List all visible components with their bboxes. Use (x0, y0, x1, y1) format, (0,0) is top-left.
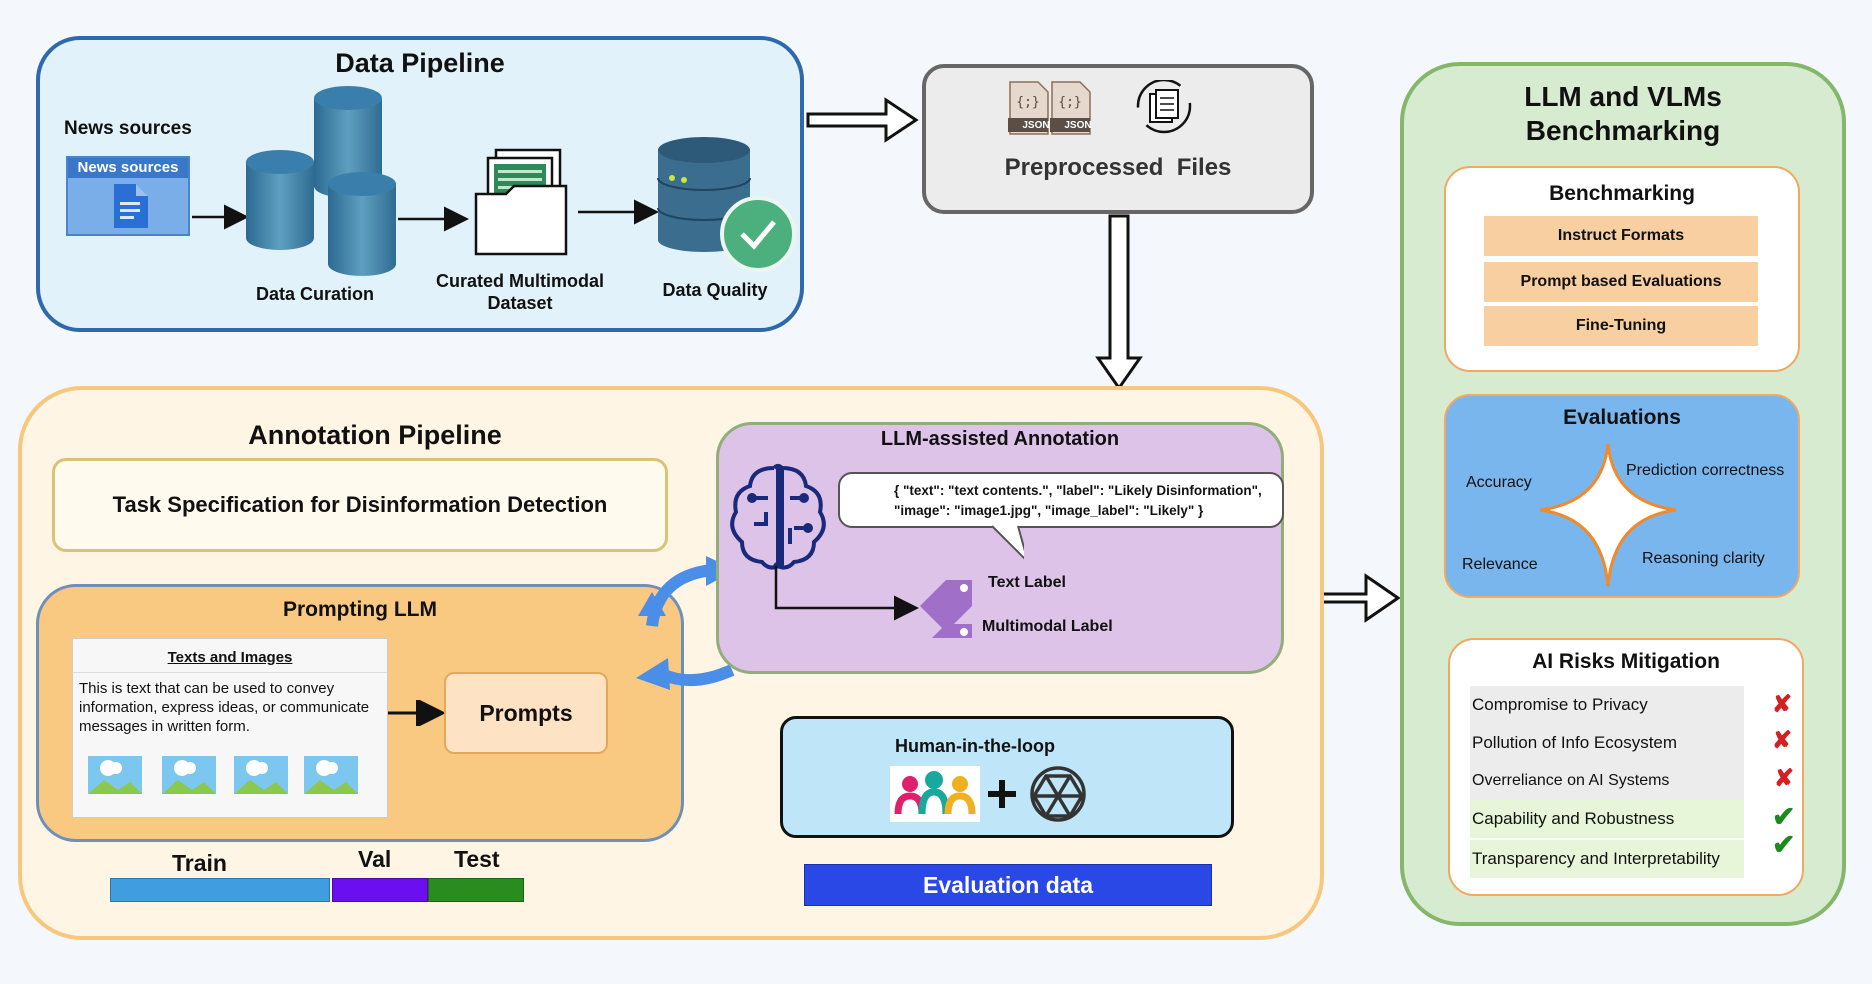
llm-annotation-title: LLM-assisted Annotation (880, 428, 1120, 450)
human-in-the-loop-box (780, 716, 1234, 838)
arrow-texts-to-prompts (388, 700, 446, 726)
arrow-preprocessed-to-annotation (1095, 214, 1143, 391)
sparkle-star-icon (1539, 443, 1677, 587)
risk-row: Transparency and Interpretability (1470, 840, 1744, 878)
json-badge-1: JSON (1022, 120, 1050, 131)
svg-text:{;}: {;} (1016, 95, 1039, 110)
text-label: Text Label (988, 574, 1066, 591)
ai-risks-title: AI Risks Mitigation (1532, 650, 1720, 673)
task-specification-box: Task Specification for Disinformation De… (52, 458, 668, 552)
json-badge-2: JSON (1064, 120, 1092, 131)
preprocessed-files-box (922, 64, 1314, 214)
check-badge-icon (720, 196, 796, 272)
benchmarking-title-line2: Benchmarking (1525, 115, 1721, 146)
tag-icon (932, 624, 972, 638)
plus-icon (988, 780, 1016, 808)
json-line-1: { "text": "text contents.", "label": "Li… (894, 483, 1262, 498)
risk-row: Capability and Robustness (1470, 800, 1744, 838)
folder-icon (474, 148, 568, 256)
document-icon (114, 184, 148, 228)
speech-tail (991, 525, 1024, 560)
evaluation-data-box: Evaluation data (804, 864, 1212, 906)
preprocessed-icons: {;} {;} (1008, 80, 1192, 135)
json-speech-bubble: { "text": "text contents.", "label": "Li… (838, 472, 1284, 528)
svg-text:{;}: {;} (1058, 95, 1081, 110)
check-icon: ✔ (1772, 829, 1796, 860)
cross-icon: ✘ (1774, 765, 1795, 792)
database-icon (246, 86, 396, 276)
benchmark-item: Prompt based Evaluations (1484, 262, 1758, 302)
benchmarking-title: LLM and VLMs Benchmarking (1400, 80, 1846, 148)
check-icon: ✔ (1772, 801, 1796, 832)
texts-and-images-title: Texts and Images (167, 649, 293, 666)
json-file-icon: {;} (1050, 81, 1091, 135)
news-sources-card: News sources (66, 156, 190, 236)
texts-and-images-body: This is text that can be used to convey … (73, 672, 387, 736)
split-val-label: Val (358, 846, 392, 872)
split-test-bar (428, 878, 524, 902)
arrow-to-benchmarking (1320, 573, 1401, 623)
curated-dataset-label: Curated Multimodal Dataset (420, 270, 620, 314)
image-thumbnails (88, 756, 358, 794)
prompting-llm-title: Prompting LLM (283, 598, 437, 621)
image-icon (234, 756, 288, 794)
eval-reasoning: Reasoning clarity (1642, 550, 1765, 567)
benchmark-item: Instruct Formats (1484, 216, 1758, 256)
multimodal-label: Multimodal Label (982, 618, 1113, 635)
human-in-the-loop-title: Human-in-the-loop (895, 736, 1055, 756)
news-sources-tab: News sources (68, 158, 188, 178)
image-icon (304, 756, 358, 794)
people-icon (890, 766, 980, 822)
preprocessed-files-title: Preprocessed Files (1004, 154, 1232, 181)
annotation-pipeline-title: Annotation Pipeline (248, 420, 502, 450)
file-sync-icon (1136, 80, 1192, 134)
connector-brain-to-label (774, 566, 919, 621)
evaluations-title: Evaluations (1563, 406, 1681, 429)
data-pipeline-title: Data Pipeline (335, 48, 505, 78)
benchmarking-title-line1: LLM and VLMs (1524, 81, 1722, 112)
llm-annotation-graphics (730, 464, 1024, 638)
json-line-2: "image": "image1.jpg", "image_label": "L… (894, 503, 1204, 518)
openai-icon (1030, 766, 1086, 822)
benchmark-item: Fine-Tuning (1484, 306, 1758, 346)
llm-annotation-panel (716, 422, 1284, 674)
curated-dataset-label-line1: Curated Multimodal (435, 271, 604, 291)
cross-icon: ✘ (1772, 727, 1793, 754)
eval-prediction: Prediction correctness (1626, 462, 1785, 479)
json-file-icon: {;} (1008, 81, 1049, 135)
risk-row: Overreliance on AI Systems (1470, 762, 1744, 800)
human-loop-icons (890, 766, 1086, 822)
split-train-bar (110, 878, 330, 902)
split-val-bar (332, 878, 428, 902)
arrow-to-preprocessed (806, 97, 919, 143)
data-quality-label: Data Quality (662, 280, 768, 300)
image-icon (88, 756, 142, 794)
brain-circuit-icon (730, 464, 826, 570)
risk-row: Compromise to Privacy (1470, 686, 1744, 724)
curated-dataset-label-line2: Dataset (487, 293, 553, 313)
eval-relevance: Relevance (1462, 556, 1538, 573)
benchmarking-card-title: Benchmarking (1549, 182, 1695, 205)
data-curation-label: Data Curation (255, 284, 374, 304)
eval-accuracy: Accuracy (1466, 474, 1532, 491)
cross-icon: ✘ (1772, 691, 1793, 718)
tag-icon (920, 580, 972, 632)
risk-row: Pollution of Info Ecosystem (1470, 724, 1744, 762)
split-train-label: Train (172, 850, 227, 876)
image-icon (162, 756, 216, 794)
split-test-label: Test (454, 846, 500, 872)
news-sources-heading: News sources (64, 118, 192, 139)
prompts-box: Prompts (444, 672, 608, 754)
